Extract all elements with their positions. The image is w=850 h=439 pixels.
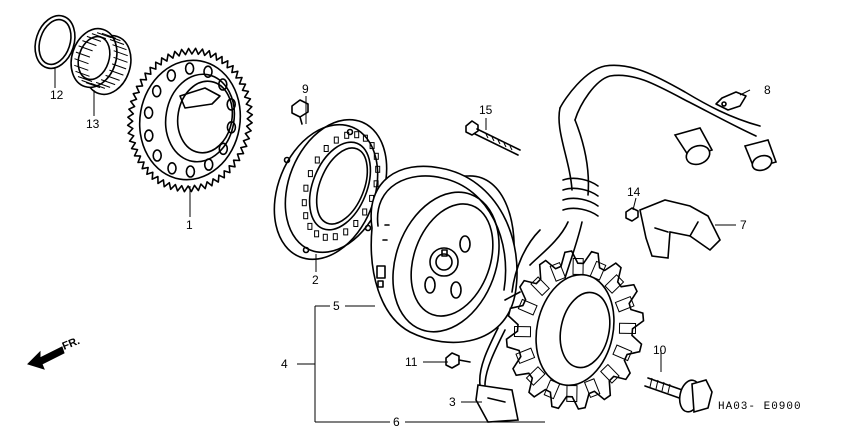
stator-assembly-part: [475, 64, 778, 423]
bolt-10-part: [644, 377, 713, 414]
part-label-4: 4: [281, 357, 288, 371]
needle-bearing-part: [70, 27, 132, 96]
front-direction-indicator: FR.: [27, 335, 82, 370]
part-label-14: 14: [627, 185, 641, 199]
part-label-9: 9: [302, 82, 309, 96]
part-label-6: 6: [393, 415, 400, 429]
part-labels: 12 13 1 2 9 15 8 14 7 5 4 11 10 3 6: [50, 82, 771, 429]
part-label-5: 5: [333, 299, 340, 313]
part-label-1: 1: [186, 218, 193, 232]
front-label: FR.: [61, 335, 82, 353]
part-label-12: 12: [50, 88, 64, 102]
one-way-clutch-part: [273, 118, 388, 261]
part-label-2: 2: [312, 273, 319, 287]
part-label-11: 11: [405, 355, 418, 369]
clamp-8-part: [715, 91, 747, 111]
starter-gear-part: [126, 47, 254, 193]
bolt-15-part: [465, 120, 521, 156]
bolt-14-part: [625, 207, 639, 222]
bolt-11-part: [445, 352, 471, 369]
part-label-7: 7: [740, 218, 747, 232]
front-arrow-icon: [27, 346, 65, 370]
holder-7-part: [639, 199, 721, 259]
part-label-3: 3: [449, 395, 456, 409]
callout-lines: [54, 68, 751, 423]
bolt-9-part: [291, 99, 309, 125]
part-label-15: 15: [479, 103, 493, 117]
flywheel-part: [370, 165, 518, 344]
diagram-code: HA03- E0900: [718, 401, 802, 413]
part-label-10: 10: [653, 343, 667, 357]
part-label-13: 13: [86, 117, 100, 131]
part-label-8: 8: [764, 83, 771, 97]
snap-ring-part: [34, 14, 76, 70]
